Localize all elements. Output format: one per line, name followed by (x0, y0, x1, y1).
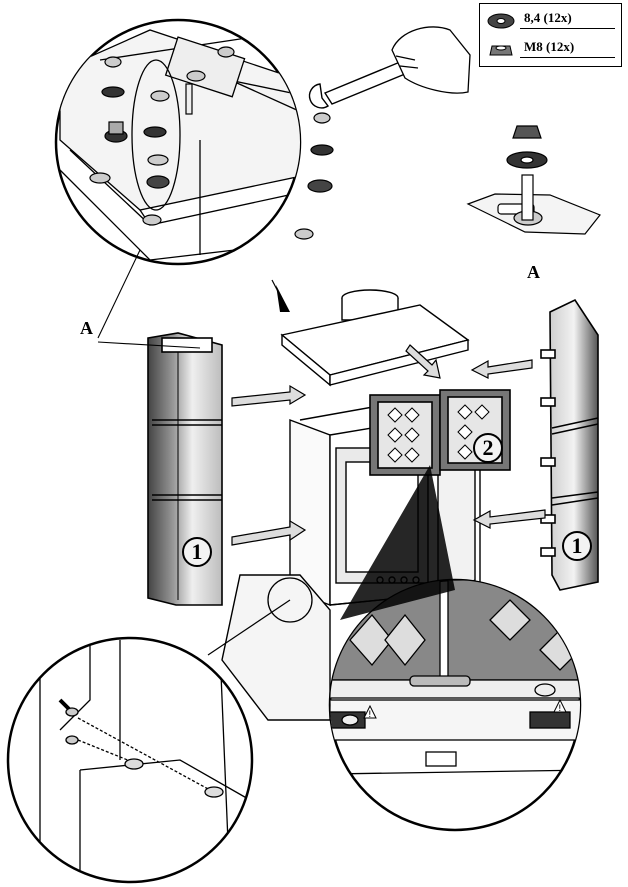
side-panel-left (147, 332, 223, 606)
nut-icon (489, 45, 513, 56)
base-fixing-zoom (6, 636, 254, 884)
hand-icon (391, 26, 471, 94)
zoom-pointer-base (207, 599, 291, 656)
washer-icon (487, 13, 515, 29)
top-bracket-zoom (54, 18, 471, 266)
part-1-left-label: 1 (182, 537, 212, 567)
detail-a-drawing (466, 125, 601, 235)
washer-label: 8,4 (12x) (524, 10, 572, 25)
wrench-icon (308, 61, 406, 109)
zoom-pointer-arrow (276, 285, 290, 312)
highlight-ellipse (131, 59, 181, 211)
pointer-a-lines (97, 249, 201, 349)
part-2-label: 2 (473, 433, 503, 463)
zoom-pointer-door (340, 465, 455, 620)
warning-icon: ! (363, 704, 377, 720)
hardware-legend: 8,4 (12x) M8 (12x) (479, 3, 622, 67)
detail-a-caption: A (527, 262, 540, 282)
warning-icon: ! (553, 698, 567, 714)
door-hinge-zoom: ! ! (328, 578, 582, 832)
pointer-a-label: A (80, 318, 93, 338)
bolt-set (89, 46, 334, 240)
side-panel-right (540, 298, 599, 591)
nut-label: M8 (12x) (524, 39, 575, 54)
part-1-right-label: 1 (562, 531, 592, 561)
svg-text:!: ! (558, 704, 562, 714)
direction-arrows (231, 344, 546, 546)
svg-text:!: ! (368, 710, 372, 720)
